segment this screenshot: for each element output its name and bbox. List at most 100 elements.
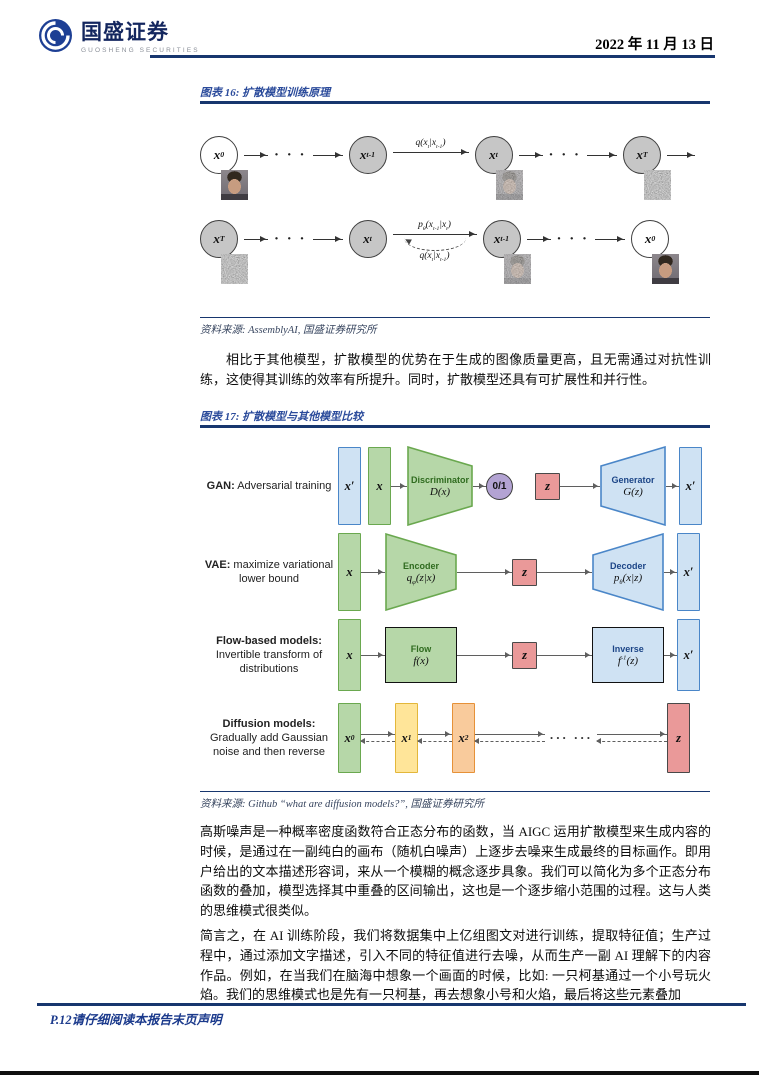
double-arrow	[360, 731, 395, 745]
dashed-return-label: q(xt|xt-1)	[419, 251, 450, 263]
figure16-bottom-rule	[200, 317, 710, 319]
ellipsis: · · ·	[548, 147, 582, 163]
figure17-source: 资料来源: Github “what are diffusion models?…	[200, 799, 484, 810]
footer-page-disclaimer: P.12请仔细阅读本报告末页声明	[50, 1013, 222, 1027]
arrow	[312, 236, 343, 242]
vae-z-square: z	[512, 558, 537, 586]
guosheng-logo-icon	[39, 18, 72, 52]
forward-transition-label: q(xt|xt-1)	[415, 138, 446, 150]
inverse-formula: f-1(z)	[617, 653, 639, 667]
brand-name-cn: 国盛证券	[81, 21, 169, 44]
generator-formula: G(z)	[623, 485, 643, 498]
gan-output-circle: 0/1	[486, 472, 513, 500]
decoder-title: Decoder	[609, 560, 646, 571]
arrow	[537, 568, 592, 575]
figure17-caption: 图表 17: 扩散模型与其他模型比较	[200, 411, 364, 423]
inverse-title: Inverse	[612, 643, 644, 654]
flow-row: Flow-based models: Invertible transform …	[200, 618, 710, 692]
flow-z-square: z	[512, 641, 537, 669]
diffusion-z-rect: z	[667, 703, 690, 773]
encoder-title: Encoder	[402, 560, 439, 571]
arrow	[664, 651, 677, 658]
gan-row: GAN: Adversarial training x′ x Discrimin…	[200, 446, 710, 526]
pure-noise-image	[221, 254, 248, 284]
gan-xout-rect: x′	[679, 447, 702, 525]
arrow	[244, 236, 268, 242]
arrow-trailing	[667, 152, 696, 158]
clean-face-image	[221, 170, 248, 200]
flow-xout-rect: x′	[677, 619, 700, 691]
arrow	[526, 236, 551, 242]
figure16-caption: 图表 16: 扩散模型训练原理	[200, 87, 331, 99]
brand-text-block: 国盛证券 GUOSHENG SECURITIES	[81, 16, 200, 54]
gan-x-rect: x	[368, 447, 391, 525]
arrow	[664, 568, 677, 575]
discriminator-formula: D(x)	[429, 485, 451, 498]
gan-z-square: z	[535, 472, 560, 500]
flow-x-rect: x	[338, 619, 361, 691]
flow-block: Flow f(x)	[385, 627, 457, 683]
arrow	[457, 651, 512, 658]
body-paragraph: 简言之，在 AI 训练阶段，我们将数据集中上亿组图文对进行训练，提取特征值；生产…	[200, 928, 711, 1003]
vae-row: VAE: maximize variational lower bound x …	[200, 533, 710, 611]
vae-label: VAE: maximize variational lower bound	[204, 558, 334, 585]
arrow	[361, 568, 385, 575]
arrow	[244, 152, 268, 158]
gan-xreal-rect: x′	[338, 447, 361, 525]
arrow	[312, 152, 343, 158]
arrow	[473, 482, 486, 489]
arrow	[537, 651, 592, 658]
gan-label: GAN: Adversarial training	[206, 479, 332, 492]
encoder-block: Encoder qφ(z|x)	[385, 533, 457, 611]
header-divider	[150, 55, 715, 58]
arrow	[595, 236, 626, 242]
diffusion-label: Diffusion models: Gradually add Gaussian…	[209, 717, 328, 759]
discriminator-title: Discriminator	[410, 474, 470, 485]
decoder-block: Decoder pθ(x|z)	[592, 533, 664, 611]
ellipsis: · · ·	[556, 231, 590, 247]
dashed-return-arc	[403, 238, 466, 251]
vae-x-rect: x	[338, 533, 361, 611]
brand-logo: 国盛证券 GUOSHENG SECURITIES	[37, 16, 200, 54]
body-paragraph: 高斯噪声是一种概率密度函数符合正态分布的函数，当 AIGC 运用扩散模型来生成内…	[200, 824, 711, 918]
footer-divider	[37, 1003, 746, 1006]
clean-face-image	[652, 254, 680, 284]
flow-title: Flow	[410, 643, 432, 654]
reverse-transition-arrow: pθ(xt-1|xt) q(xt|xt-1)	[392, 220, 477, 263]
decoder-formula: pθ(x|z)	[613, 571, 643, 586]
arrow	[361, 651, 385, 658]
discriminator-block: Discriminator D(x)	[407, 446, 473, 526]
pure-noise-image	[644, 170, 672, 200]
noise-overlay	[495, 170, 523, 200]
diffusion-ellipsis: ··· ···	[549, 730, 593, 745]
arrow	[666, 482, 679, 489]
double-arrow-long	[474, 731, 545, 745]
report-date: 2022 年 11 月 13 日	[595, 37, 714, 53]
ellipsis: · · ·	[274, 231, 307, 247]
vae-xout-rect: x′	[677, 533, 700, 611]
reverse-transition-label: pθ(xt-1|xt)	[418, 220, 451, 232]
figure16-source: 资料来源: AssemblyAI, 国盛证券研究所	[200, 325, 377, 336]
brand-name-en: GUOSHENG SECURITIES	[81, 47, 200, 54]
encoder-formula: qφ(z|x)	[406, 571, 436, 586]
generator-block: Generator G(z)	[600, 446, 666, 526]
